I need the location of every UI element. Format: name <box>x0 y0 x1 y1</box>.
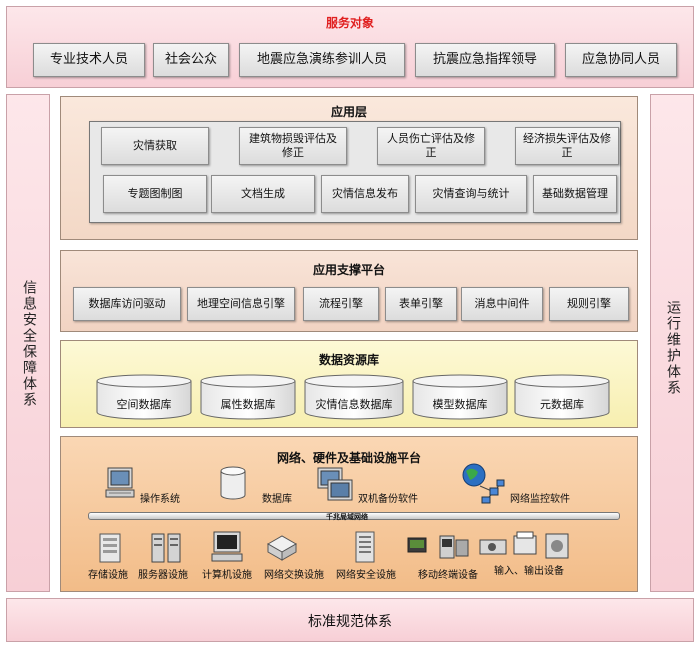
app-casualty-assessment: 人员伤亡评估及修正 <box>377 127 485 165</box>
infra-title: 网络、硬件及基础设施平台 <box>276 451 421 465</box>
infra-dual-backup-label: 双机备份软件 <box>358 494 418 505</box>
operation-maintenance-band: 运行维护体系 <box>650 94 694 592</box>
service-item-professional: 专业技术人员 <box>33 43 145 77</box>
firewall-icon <box>355 531 375 563</box>
db-spatial-label: 空间数据库 <box>116 398 172 411</box>
switch-icon <box>266 535 298 561</box>
infra-io-label: 输入、输出设备 <box>494 566 564 577</box>
app-basic-data-management: 基础数据管理 <box>533 175 617 213</box>
infra-os-label: 操作系统 <box>140 494 180 505</box>
infra-switch-label: 网络交换设施 <box>264 570 324 581</box>
db-disaster-info-label: 灾情信息数据库 <box>315 398 393 411</box>
infra-security-label: 网络安全设施 <box>336 570 396 581</box>
operation-maintenance-label: 运行维护体系 <box>665 300 681 396</box>
gigabit-network-bar <box>88 512 620 520</box>
globe-network-icon <box>462 463 505 504</box>
db-metadata-label: 元数据库 <box>540 398 584 411</box>
service-item-drill-trainees: 地震应急演练参训人员 <box>239 43 405 77</box>
db-metadata: 元数据库 <box>514 374 610 420</box>
infra-network-monitor-label: 网络监控软件 <box>510 494 570 505</box>
infra-mobile-label: 移动终端设备 <box>418 570 478 581</box>
support-db-access-driver: 数据库访问驱动 <box>73 287 181 321</box>
support-rules-engine: 规则引擎 <box>549 287 629 321</box>
db-disaster-info: 灾情信息数据库 <box>304 374 404 420</box>
desktop-icon <box>211 531 243 562</box>
db-attribute: 属性数据库 <box>200 374 296 420</box>
app-document-generation: 文档生成 <box>211 175 315 213</box>
application-layer-panel: 应用层 灾情获取 建筑物损毁评估及修正 人员伤亡评估及修正 经济损失评估及修正 … <box>60 96 638 240</box>
computer-icon <box>105 467 135 498</box>
support-platform-panel: 应用支撑平台 数据库访问驱动 地理空间信息引擎 流程引擎 表单引擎 消息中间件 … <box>60 250 638 332</box>
support-message-middleware: 消息中间件 <box>461 287 543 321</box>
infra-computer-label: 计算机设施 <box>202 570 252 581</box>
db-model-label: 模型数据库 <box>432 398 488 411</box>
gigabit-network-label: 千兆局域网络 <box>326 513 368 521</box>
infra-storage-label: 存储设施 <box>88 570 128 581</box>
server-rack-icon <box>151 533 181 563</box>
infra-server-label: 服务器设施 <box>138 570 188 581</box>
standards-label: 标准规范体系 <box>308 614 392 630</box>
standards-band: 标准规范体系 <box>6 598 694 642</box>
service-target-band: 服务对象 专业技术人员 社会公众 地震应急演练参训人员 抗震应急指挥领导 应急协… <box>6 6 694 88</box>
database-icon <box>220 466 246 500</box>
infra-database-label: 数据库 <box>262 494 292 505</box>
db-model: 模型数据库 <box>412 374 508 420</box>
database-title: 数据资源库 <box>318 353 379 367</box>
info-security-band: 信息安全保障体系 <box>6 94 50 592</box>
service-target-title: 服务对象 <box>325 16 374 30</box>
support-workflow-engine: 流程引擎 <box>303 287 379 321</box>
app-disaster-info-publish: 灾情信息发布 <box>321 175 409 213</box>
io-device-icon <box>479 531 569 559</box>
db-attribute-label: 属性数据库 <box>220 398 276 411</box>
app-building-damage-assessment: 建筑物损毁评估及修正 <box>239 127 347 165</box>
app-disaster-acquisition: 灾情获取 <box>101 127 209 165</box>
dual-server-icon <box>317 467 353 501</box>
app-economic-loss-assessment: 经济损失评估及修正 <box>515 127 619 165</box>
service-item-command-leaders: 抗震应急指挥领导 <box>415 43 555 77</box>
app-thematic-mapping: 专题图制图 <box>103 175 207 213</box>
service-item-public: 社会公众 <box>153 43 229 77</box>
storage-icon <box>99 533 121 563</box>
info-security-label: 信息安全保障体系 <box>21 280 37 408</box>
service-item-coordination-staff: 应急协同人员 <box>565 43 677 77</box>
support-gis-engine: 地理空间信息引擎 <box>187 287 295 321</box>
support-form-engine: 表单引擎 <box>385 287 457 321</box>
application-layer-title: 应用层 <box>330 105 367 119</box>
app-disaster-query-stats: 灾情查询与统计 <box>415 175 527 213</box>
support-platform-title: 应用支撑平台 <box>312 263 385 277</box>
mobile-device-icon <box>407 535 469 559</box>
db-spatial: 空间数据库 <box>96 374 192 420</box>
